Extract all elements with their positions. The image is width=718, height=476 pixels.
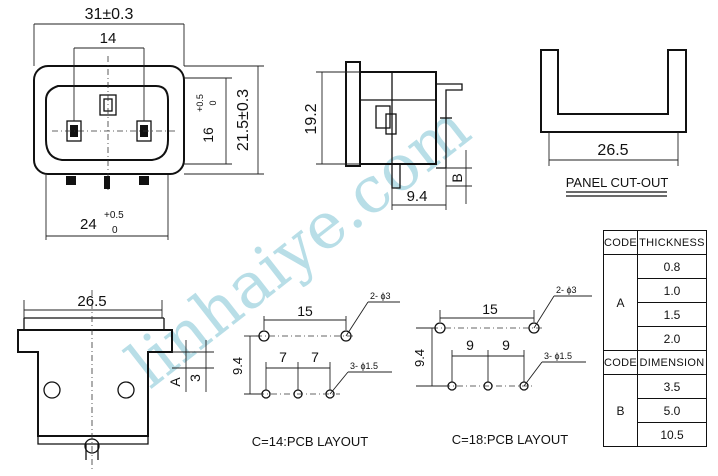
dim-bottom-width: 24 — [80, 216, 97, 233]
pcb14-pitch2: 7 — [311, 349, 319, 365]
table-thickness-cell: 1.5 — [636, 302, 708, 327]
pcb14-label: C=14:PCB LAYOUT — [252, 434, 369, 449]
pcb14-row-gap: 9.4 — [230, 357, 245, 375]
dim-side-code-b: B — [449, 173, 465, 182]
dim-inner-height: 16 — [200, 127, 216, 143]
panel-cutout-outline — [540, 49, 687, 133]
code-table: CODE THICKNESS A 0.8 1.0 1.5 2.0 CODE DI… — [603, 230, 708, 447]
pcb14-span: 15 — [297, 303, 313, 319]
pcb14-pitch1: 7 — [279, 349, 287, 365]
dim-panel-width: 26.5 — [597, 142, 628, 159]
table-dimension-cell: 5.0 — [636, 398, 708, 423]
front-screw-left — [43, 381, 61, 399]
dim-front-code-a: A — [167, 377, 183, 387]
table-dimension-cell: 3.5 — [636, 374, 708, 399]
table-head-code-2: CODE — [603, 350, 638, 375]
front-view-top: 31±0.3 14 24 +0.5 0 16 +0.5 0 21.5±0.3 — [33, 6, 264, 240]
table-thickness-cell: 1.0 — [636, 278, 708, 303]
table-head-dimension: DIMENSION — [636, 350, 708, 375]
dim-side-height: 19.2 — [303, 103, 320, 134]
side-view: 19.2 9.4 B — [303, 61, 472, 210]
table-thickness-cell: 2.0 — [636, 326, 708, 351]
dim-front-offset: 3 — [187, 374, 203, 382]
socket-inner-recess — [45, 85, 169, 161]
side-body — [359, 71, 437, 165]
pcb-layout-18: 15 9 9 9.4 2- ϕ3 3- ϕ1.5 C=18:PCB LAYOUT — [412, 285, 592, 447]
dim-front-width: 26.5 — [77, 293, 106, 310]
pcb18-span: 15 — [482, 301, 498, 317]
dim-overall-height: 21.5±0.3 — [235, 89, 252, 151]
pcb14-hole-big: 2- ϕ3 — [370, 291, 391, 301]
pcb18-pitch2: 9 — [502, 337, 510, 353]
pcb18-pitch1: 9 — [466, 337, 474, 353]
pcb14-hole-small: 3- ϕ1.5 — [350, 361, 378, 371]
table-head-thickness: THICKNESS — [636, 230, 708, 255]
dim-bottom-tol-upper: +0.5 — [104, 210, 124, 221]
pcb18-row-gap: 9.4 — [412, 349, 427, 367]
dim-overall-width: 31±0.3 — [85, 6, 134, 23]
pcb-layout-14: 15 7 7 9.4 2- ϕ3 3- ϕ1.5 C=14:PCB LAYOUT — [230, 291, 400, 449]
dim-inner-tol-lower: 0 — [208, 100, 218, 105]
terminal-mid — [104, 176, 110, 189]
socket-outer-frame — [33, 65, 185, 175]
front-screw-right — [117, 381, 135, 399]
front-view-bottom: 26.5 A 3 — [17, 290, 214, 470]
table-head-code: CODE — [603, 230, 638, 255]
panel-cutout-label: PANEL CUT-OUT — [566, 175, 669, 190]
pcb18-label: C=18:PCB LAYOUT — [452, 432, 569, 447]
table-code-a: A — [603, 254, 638, 351]
table-code-b: B — [603, 374, 638, 447]
watermark-text: linhaiye.com — [114, 91, 484, 403]
dim-side-depth: 9.4 — [407, 188, 428, 205]
pcb18-hole-big: 2- ϕ3 — [556, 285, 577, 295]
side-flange — [345, 61, 361, 167]
dim-pin-span: 14 — [100, 30, 117, 47]
table-thickness-cell: 0.8 — [636, 254, 708, 279]
terminal-right — [139, 176, 149, 185]
dim-inner-tol-upper: +0.5 — [195, 94, 205, 112]
panel-cutout: 26.5 PANEL CUT-OUT — [540, 49, 687, 197]
pcb18-hole-small: 3- ϕ1.5 — [544, 351, 572, 361]
dim-bottom-tol-lower: 0 — [112, 225, 118, 236]
table-dimension-cell: 10.5 — [636, 422, 708, 447]
terminal-left — [66, 176, 76, 185]
